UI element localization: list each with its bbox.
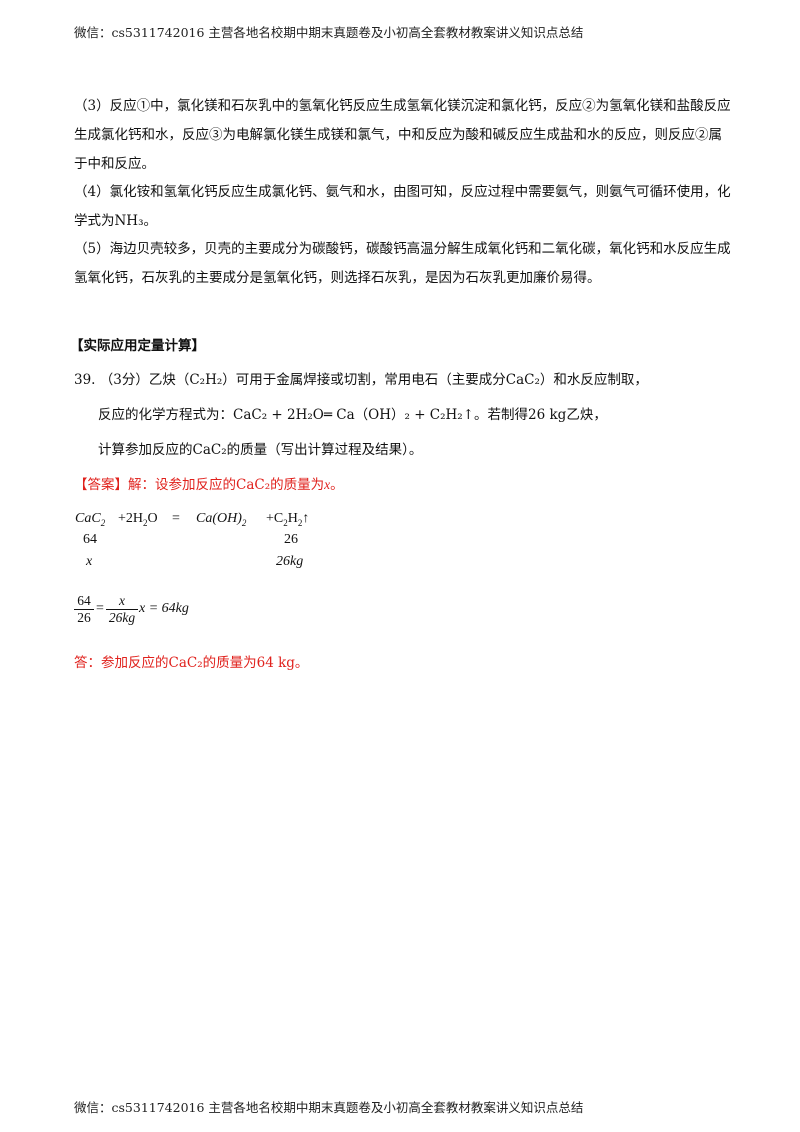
unknown-x: x xyxy=(86,554,93,569)
question-line-3: 计算参加反应的CaC₂的质量（写出计算过程及结果）。 xyxy=(98,442,423,458)
question-line-1: 39. （3分）乙炔（C₂H₂）可用于金属焊接或切割，常用电石（主要成分CaC₂… xyxy=(74,372,648,388)
proportion-equals: = xyxy=(96,601,104,616)
eq-h2o: +2H2O xyxy=(118,511,158,528)
result-x: x = 64kg xyxy=(139,601,189,616)
page-footer: 微信：cs5311742016 主营各地名校期中期末真题卷及小初高全套教材教案讲… xyxy=(74,1100,584,1115)
section-title: 【实际应用定量计算】 xyxy=(70,338,205,354)
fraction-x-26kg: x 26kg xyxy=(106,593,138,626)
eq-cac2: CaC2 xyxy=(75,511,106,528)
eq-c2h2: +C2H2↑ xyxy=(266,511,310,528)
eq-caoh2: Ca(OH)2 xyxy=(196,511,247,528)
answer-intro: 【答案】解：设参加反应的CaC₂的质量为x。 xyxy=(74,473,344,493)
given-mass: 26kg xyxy=(276,554,304,569)
molar-mass-cac2: 64 xyxy=(83,532,97,547)
molar-mass-c2h2: 26 xyxy=(284,532,298,547)
paragraph-4: （4）氯化铵和氢氧化钙反应生成氯化钙、氨气和水，由图可知，反应过程中需要氨气，则… xyxy=(74,184,731,229)
fraction-64-26: 64 26 xyxy=(74,593,94,626)
answer-intro-text: 解：设参加反应的CaC₂的质量为 xyxy=(128,477,325,493)
answer-intro-end: 。 xyxy=(330,477,344,493)
answer-conclusion: 答：参加反应的CaC₂的质量为64 kg。 xyxy=(74,655,309,671)
paragraph-3: （3）反应①中，氯化镁和石灰乳中的氢氧化钙反应生成氢氧化镁沉淀和氯化钙，反应②为… xyxy=(74,98,731,172)
paragraph-5: （5）海边贝壳较多，贝壳的主要成分为碳酸钙，碳酸钙高温分解生成氧化钙和二氧化碳，… xyxy=(74,241,731,286)
answer-label: 【答案】 xyxy=(74,477,128,493)
page-header: 微信：cs5311742016 主营各地名校期中期末真题卷及小初高全套教材教案讲… xyxy=(74,25,584,40)
answer-variable: x xyxy=(324,477,331,492)
eq-equals: = xyxy=(172,511,180,526)
question-line-2: 反应的化学方程式为：CaC₂ + 2H₂O═ Ca（OH）₂ + C₂H₂↑。若… xyxy=(98,407,607,423)
